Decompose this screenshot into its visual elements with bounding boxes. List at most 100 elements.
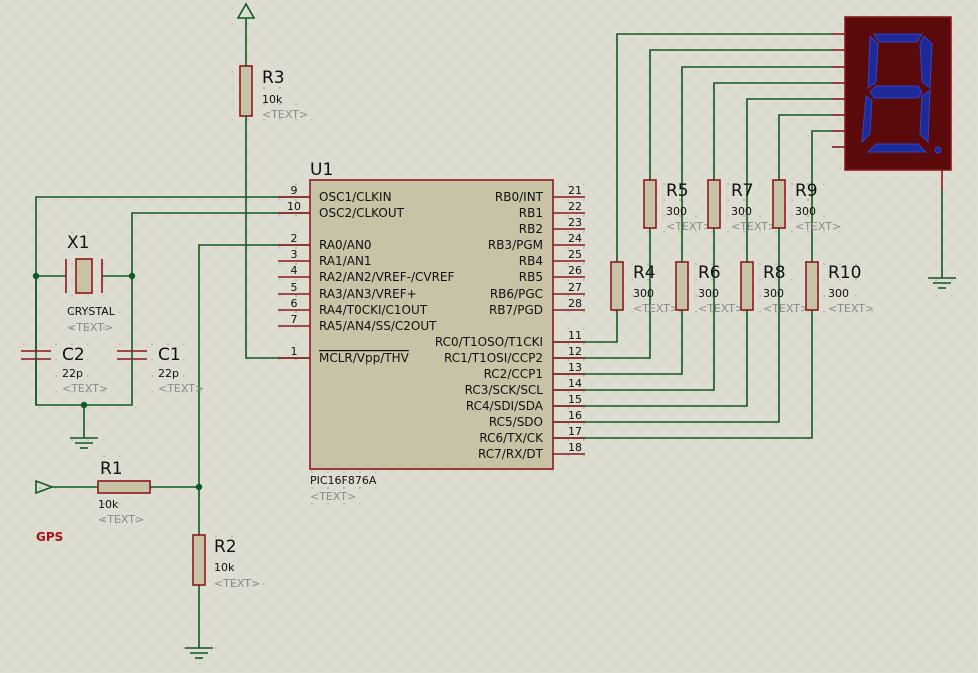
capacitor-c2[interactable]: C2 22p <TEXT> — [21, 276, 108, 405]
pin-label: OSC1/CLKIN — [319, 190, 392, 204]
capacitor-c1[interactable]: C1 22p <TEXT> — [117, 345, 204, 395]
pin-label: RC1/T1OSI/CCP2 — [444, 351, 543, 365]
gps-label: GPS — [36, 530, 63, 544]
c1-text-tag: <TEXT> — [158, 382, 204, 395]
r6-body — [675, 261, 689, 311]
display-digit — [861, 33, 942, 154]
wire-rc6 — [553, 310, 813, 439]
pin-number: 26 — [568, 264, 582, 277]
pin-number: 22 — [568, 200, 582, 213]
mcu-ref-label: U1 — [310, 160, 333, 180]
resistor-r9[interactable]: R9 300 <TEXT> — [772, 179, 841, 233]
pin-label: RB6/PGC — [490, 287, 543, 301]
resistor-r2[interactable]: R2 10k <TEXT> — [192, 534, 260, 590]
mcu-pin-27[interactable]: 27 RB6/PGC — [490, 281, 585, 301]
r8-text-tag: <TEXT> — [763, 302, 809, 315]
pin-number: 27 — [568, 281, 582, 294]
mcu-body — [309, 179, 554, 470]
r2-value-label: 10k — [214, 561, 235, 574]
r6-text-tag: <TEXT> — [698, 302, 744, 315]
gps-input-terminal[interactable]: GPS — [35, 479, 63, 544]
pin-label: OSC2/CLKOUT — [319, 206, 405, 220]
resistor-r4[interactable]: R4 300 <TEXT> — [610, 261, 679, 315]
c2-ref-label: C2 — [62, 345, 85, 365]
r8-value-label: 300 — [763, 287, 784, 300]
mcu-part-label: PIC16F876A — [310, 474, 377, 487]
pin-number: 12 — [568, 345, 582, 358]
segment-g — [869, 85, 923, 99]
r9-ref-label: R9 — [795, 181, 818, 201]
r2-ref-label: R2 — [214, 537, 237, 557]
resistor-r5[interactable]: R5 300 <TEXT> — [643, 179, 712, 233]
pin-label: RB7/PGD — [489, 303, 543, 317]
wire-rc3 — [553, 228, 715, 391]
r10-value-label: 300 — [828, 287, 849, 300]
resistor-r7[interactable]: R7 300 <TEXT> — [707, 179, 777, 233]
wire-rc4 — [553, 310, 748, 407]
ground-symbol-osc — [70, 437, 98, 449]
r4-text-tag: <TEXT> — [633, 302, 679, 315]
mcu-pin-12[interactable]: 12 RC1/T1OSI/CCP2 — [444, 345, 585, 365]
mcu-text-tag: <TEXT> — [310, 490, 356, 503]
r6-value-label: 300 — [698, 287, 719, 300]
c1-value-label: 22p — [158, 367, 179, 380]
resistor-r3[interactable]: R3 10k <TEXT> — [239, 65, 308, 121]
r6-ref-label: R6 — [698, 263, 721, 283]
wire-rc2 — [553, 310, 683, 375]
resistor-r1[interactable]: R1 10k <TEXT> — [97, 459, 151, 526]
r5-value-label: 300 — [666, 205, 687, 218]
pin-number: 24 — [568, 232, 582, 245]
wire-r8-seg — [746, 98, 832, 262]
resistor-r10[interactable]: R10 300 <TEXT> — [805, 261, 874, 315]
wire-osc2 — [84, 212, 310, 406]
r2-text-tag: <TEXT> — [214, 577, 260, 590]
c2-value-label: 22p — [62, 367, 83, 380]
mcu-pin-9[interactable]: 9 OSC1/CLKIN — [278, 184, 392, 204]
wire-r9-seg — [778, 114, 832, 180]
wire-rc5 — [553, 228, 780, 423]
r5-body — [643, 179, 657, 229]
wire-r4-seg — [616, 33, 832, 262]
wire-ra0 — [198, 244, 310, 535]
pin-number: 7 — [291, 313, 298, 326]
r8-body — [740, 261, 754, 311]
pin-label: RB5 — [519, 270, 543, 284]
seven-segment-display[interactable] — [832, 16, 952, 190]
pin-number: 4 — [291, 264, 298, 277]
r2-body — [192, 534, 206, 586]
segment-e — [861, 95, 873, 144]
resistor-r6[interactable]: R6 300 <TEXT> — [675, 261, 744, 315]
x1-value-label: CRYSTAL — [67, 305, 116, 318]
segment-a — [873, 33, 923, 43]
mcu-pin-26[interactable]: 26 RB5 — [519, 264, 585, 284]
crystal-x1[interactable]: X1 CRYSTAL <TEXT> — [65, 233, 116, 334]
resistor-r8[interactable]: R8 300 <TEXT> — [740, 261, 809, 315]
pin-number: 9 — [291, 184, 298, 197]
r3-value-label: 10k — [262, 93, 283, 106]
x1-ref-label: X1 — [67, 233, 89, 253]
pin-number: 21 — [568, 184, 582, 197]
